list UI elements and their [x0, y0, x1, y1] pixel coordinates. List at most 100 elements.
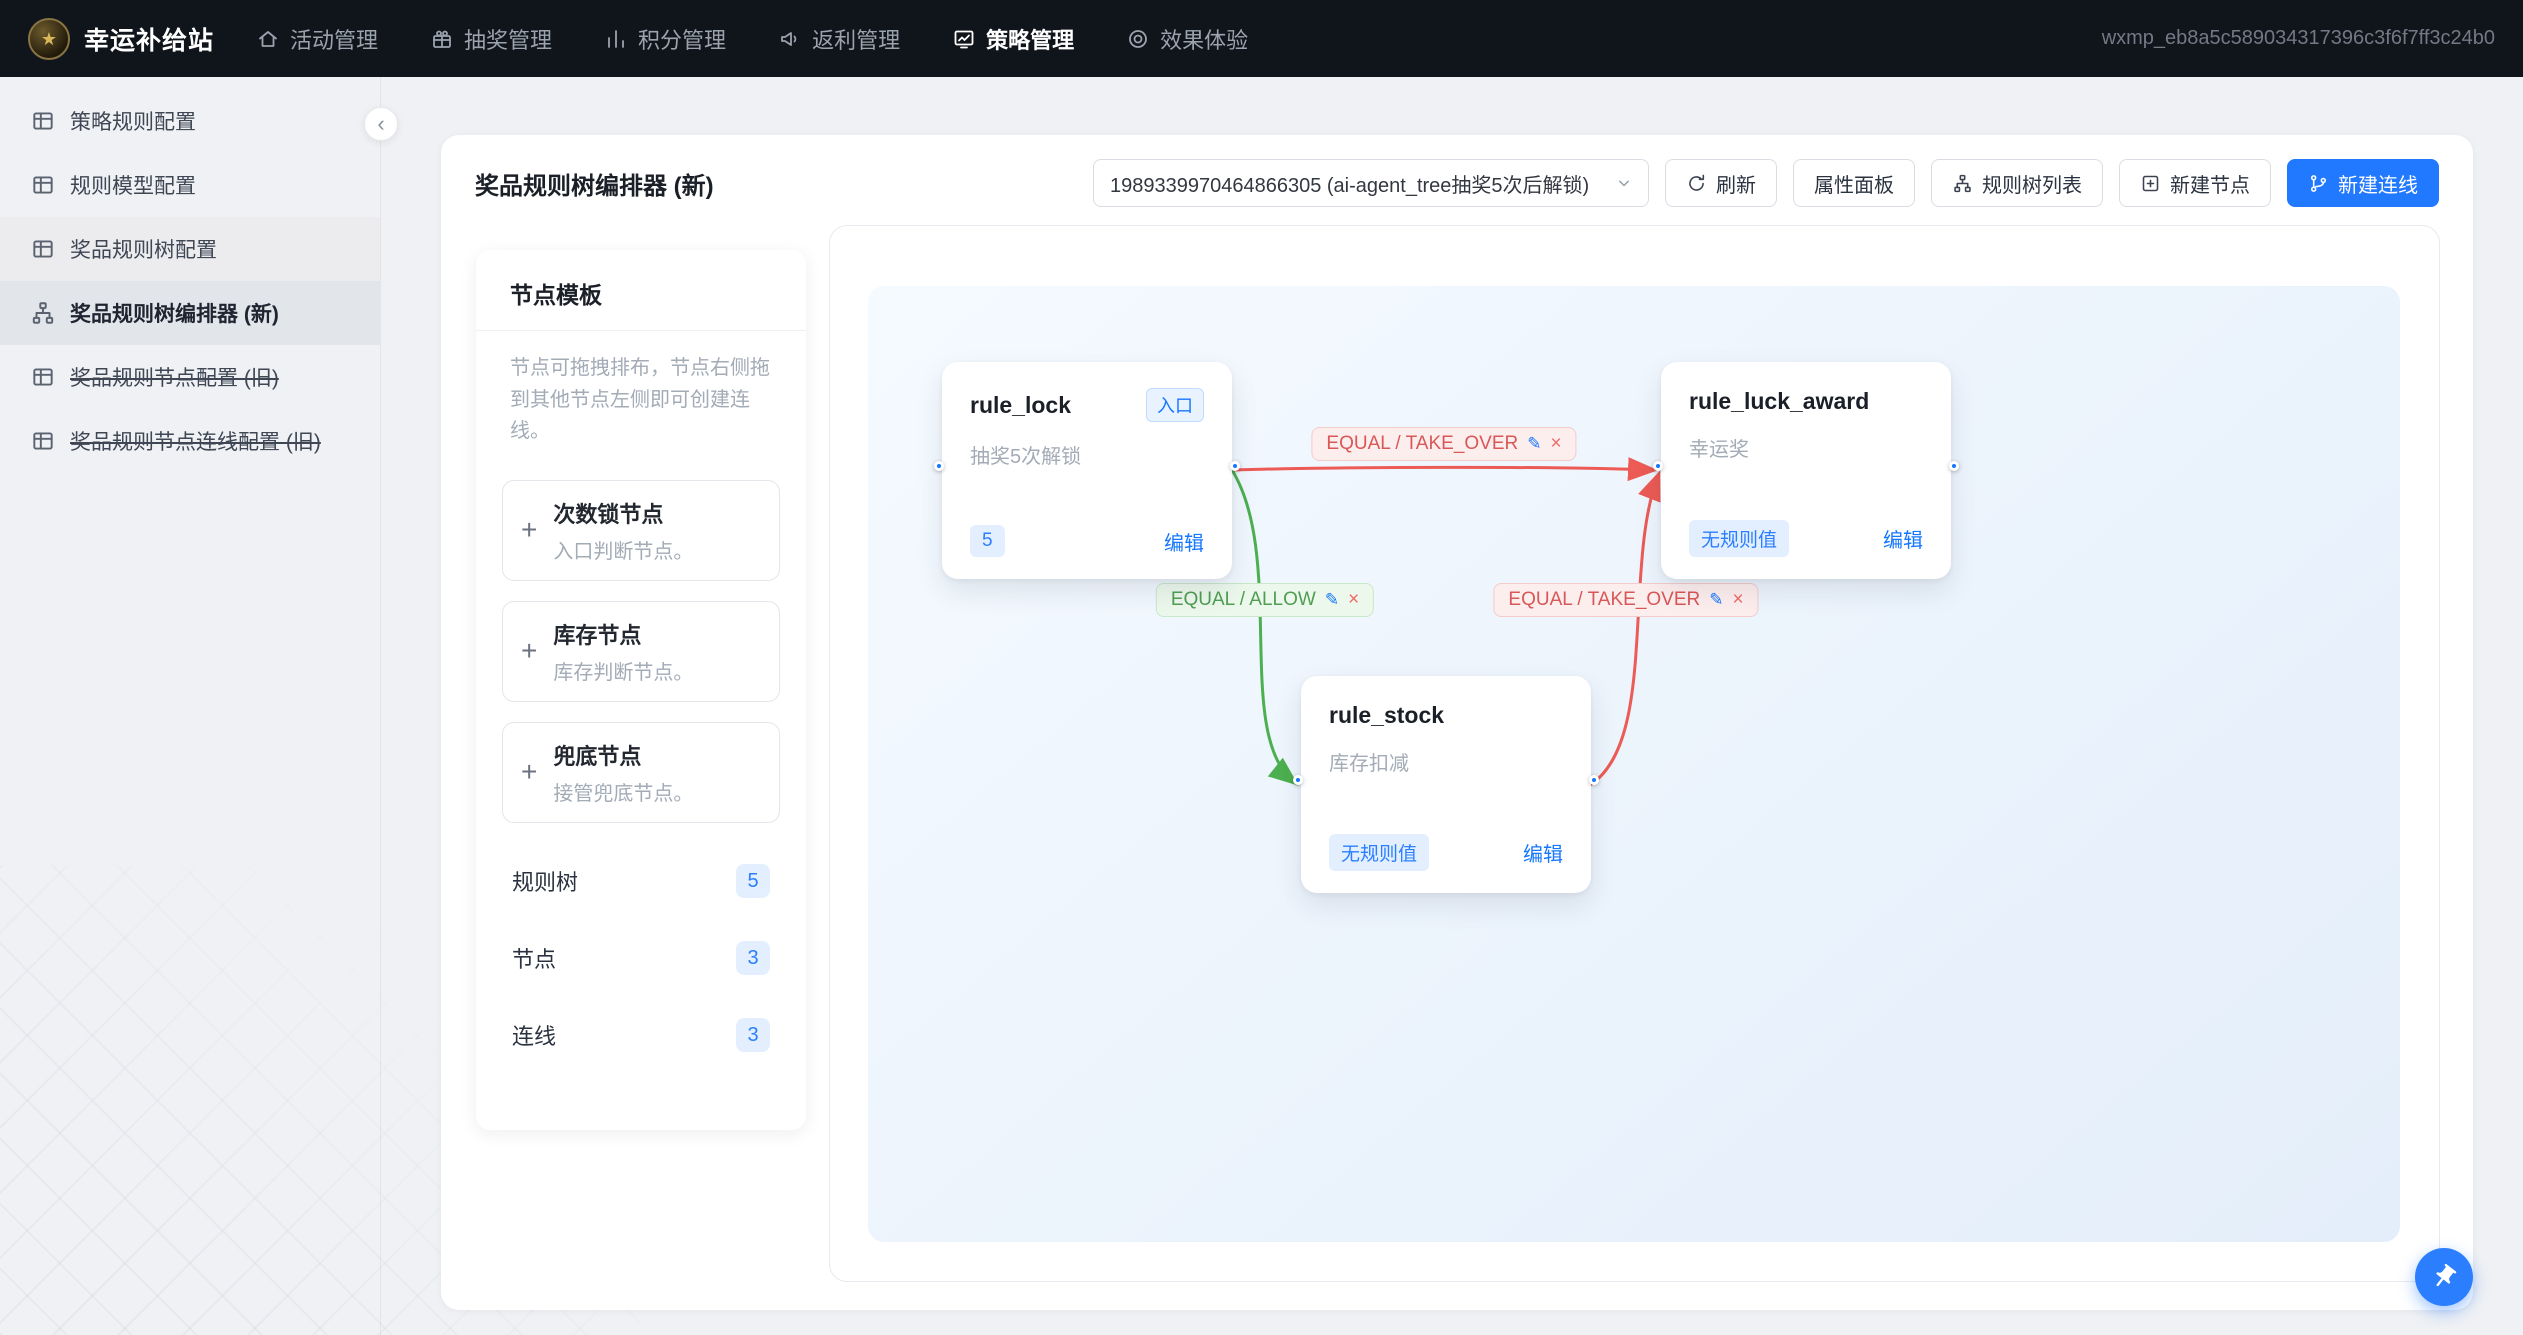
nav-item-strategy[interactable]: 策略管理: [952, 23, 1074, 55]
new-edge-label: 新建连线: [2338, 174, 2418, 197]
node-value-badge: 无规则值: [1689, 520, 1790, 557]
branch-icon: [2310, 174, 2327, 192]
template-hint-text: 节点可拖拽排布，节点右侧拖到其他节点左侧即可创建连线。: [510, 357, 770, 443]
delete-edge-icon[interactable]: ×: [1550, 433, 1562, 454]
edit-node-link[interactable]: 编辑: [1883, 530, 1923, 552]
rule-tree-select-value: 1989339970464866305 (ai-agent_tree抽奖5次后解…: [1110, 174, 1590, 197]
input-port-dot[interactable]: [1653, 461, 1663, 471]
node-template-panel: 节点模板 节点可拖拽排布，节点右侧拖到其他节点左侧即可创建连线。 + 次数锁节点…: [476, 250, 806, 1130]
gift-icon: [433, 30, 451, 48]
template-item-fallback-node[interactable]: + 兜底节点 接管兜底节点。: [502, 721, 780, 823]
node-rule-stock[interactable]: rule_stock 库存扣减 无规则值 编辑: [1293, 676, 1599, 893]
sidebar-item-rule-model-config[interactable]: 规则模型配置: [0, 153, 380, 217]
session-id-text: wxmp_eb8a5c589034317396c3f6f7ff3c24b0: [2101, 27, 2495, 49]
nav-item-effect[interactable]: 效果体验: [1126, 23, 1248, 55]
node-header: rule_lock 入口: [970, 388, 1204, 422]
sidebar-label: 奖品规则树配置: [70, 239, 217, 262]
nav-label: 返利管理: [812, 27, 901, 53]
node-title: rule_stock: [1329, 702, 1445, 728]
editor-header: 奖品规则树编排器 (新) 1989339970464866305 (ai-age…: [441, 135, 2473, 231]
stat-row-rule-trees: 规则树 5: [502, 843, 780, 920]
node-rule-luck-award[interactable]: rule_luck_award 幸运奖 无规则值 编辑: [1653, 362, 1959, 579]
speaker-icon: [781, 31, 797, 46]
rule-tree-list-label: 规则树列表: [1982, 174, 2082, 197]
table-icon: [33, 240, 53, 258]
rule-tree-select[interactable]: 1989339970464866305 (ai-agent_tree抽奖5次后解…: [1093, 159, 1649, 207]
plus-icon: +: [521, 756, 538, 788]
stat-row-nodes: 节点 3: [502, 920, 780, 997]
sidebar-label: 规则模型配置: [70, 175, 196, 198]
nav-label: 积分管理: [638, 27, 727, 53]
flow-tree-icon: [32, 302, 54, 324]
properties-panel-button[interactable]: 属性面板: [1793, 159, 1915, 207]
edit-edge-icon[interactable]: ✎: [1709, 590, 1724, 609]
template-name: 次数锁节点: [553, 501, 664, 527]
nav-item-activity[interactable]: 活动管理: [256, 23, 378, 55]
add-node-icon: [2142, 175, 2159, 191]
sidebar-item-node-edge-config-old[interactable]: 奖品规则节点连线配置 (旧): [0, 409, 380, 473]
sidebar-item-strategy-rule-config[interactable]: 策略规则配置: [0, 89, 380, 153]
app-logo-icon: ★: [28, 17, 70, 60]
input-port-dot[interactable]: [1293, 775, 1303, 785]
template-item-count-lock-node[interactable]: + 次数锁节点 入口判断节点。: [502, 479, 780, 581]
nav-item-lottery[interactable]: 抽奖管理: [430, 23, 552, 55]
refresh-icon: [1689, 174, 1705, 191]
edge-label-text: EQUAL / ALLOW: [1170, 589, 1316, 610]
node-rule-lock[interactable]: rule_lock 入口 抽奖5次解锁 5 编辑: [934, 362, 1240, 579]
stat-count-badge: 3: [736, 1018, 770, 1053]
refresh-button[interactable]: 刷新: [1665, 159, 1777, 207]
pushpin-icon: [2436, 1263, 2457, 1287]
edge-label-text: EQUAL / TAKE_OVER: [1326, 433, 1519, 454]
edit-edge-icon[interactable]: ✎: [1324, 590, 1340, 609]
node-footer: 无规则值 编辑: [1689, 520, 1923, 557]
sidebar-item-rule-tree-editor[interactable]: 奖品规则树编排器 (新): [0, 281, 380, 345]
nav-label: 活动管理: [290, 27, 379, 53]
output-port-dot[interactable]: [1949, 461, 1959, 471]
sidebar-label: 奖品规则节点配置 (旧): [70, 367, 279, 390]
edit-node-link[interactable]: 编辑: [1164, 532, 1204, 555]
table-icon: [33, 432, 53, 450]
logo-star-icon: ★: [40, 28, 58, 49]
template-item-stock-node[interactable]: + 库存节点 库存判断节点。: [502, 600, 780, 702]
edge-stock-to-luck-award: [1588, 470, 1661, 787]
sidebar-item-prize-rule-tree-config[interactable]: 奖品规则树配置: [0, 217, 380, 281]
sidebar-collapse-button[interactable]: ‹: [364, 107, 398, 141]
target-icon: [1129, 29, 1147, 48]
flow-canvas[interactable]: EQUAL / TAKE_OVER ✎ × EQUAL / ALLOW ✎ × …: [868, 286, 2400, 1242]
output-port-dot[interactable]: [1230, 461, 1240, 471]
edge-label-allow: EQUAL / ALLOW ✎ ×: [1155, 583, 1375, 617]
delete-edge-icon[interactable]: ×: [1732, 589, 1744, 610]
stat-count-badge: 3: [736, 941, 770, 976]
delete-edge-icon[interactable]: ×: [1348, 589, 1360, 610]
nav-item-points[interactable]: 积分管理: [604, 23, 726, 55]
edit-node-link[interactable]: 编辑: [1523, 844, 1563, 866]
stat-label: 规则树: [512, 870, 579, 896]
edge-lock-to-stock: [1230, 468, 1299, 786]
table-icon: [33, 368, 53, 386]
node-value-badge: 无规则值: [1329, 834, 1430, 871]
new-edge-button[interactable]: 新建连线: [2287, 159, 2439, 207]
canvas-stats: 规则树 5 节点 3 连线 3: [502, 843, 780, 1074]
new-node-button[interactable]: 新建节点: [2119, 159, 2271, 207]
stat-label: 连线: [512, 1024, 557, 1050]
node-title: rule_luck_award: [1689, 388, 1870, 414]
node-footer: 无规则值 编辑: [1329, 834, 1563, 871]
input-port-dot[interactable]: [934, 461, 944, 471]
rule-tree-list-button[interactable]: 规则树列表: [1931, 159, 2103, 207]
canvas-wrapper: EQUAL / TAKE_OVER ✎ × EQUAL / ALLOW ✎ × …: [829, 225, 2440, 1282]
output-port-dot[interactable]: [1589, 775, 1599, 785]
divider: [476, 330, 806, 331]
template-desc: 库存判断节点。: [553, 661, 694, 684]
sidebar-label: 奖品规则树编排器 (新): [70, 303, 279, 326]
sidebar-label: 奖品规则节点连线配置 (旧): [70, 431, 321, 454]
stat-count-badge: 5: [736, 864, 770, 899]
topbar: ★ 幸运补给站 活动管理 抽奖管理 积分管理 返利管理 策略管理: [0, 0, 2523, 77]
bar-chart-icon: [608, 29, 624, 48]
node-subtitle: 库存扣减: [1329, 753, 1409, 775]
edit-edge-icon[interactable]: ✎: [1527, 434, 1542, 453]
nav-label: 策略管理: [986, 27, 1075, 53]
table-icon: [33, 112, 53, 130]
pin-fab-button[interactable]: [2415, 1248, 2473, 1306]
nav-item-rebate[interactable]: 返利管理: [778, 23, 900, 55]
sidebar-item-node-config-old[interactable]: 奖品规则节点配置 (旧): [0, 345, 380, 409]
